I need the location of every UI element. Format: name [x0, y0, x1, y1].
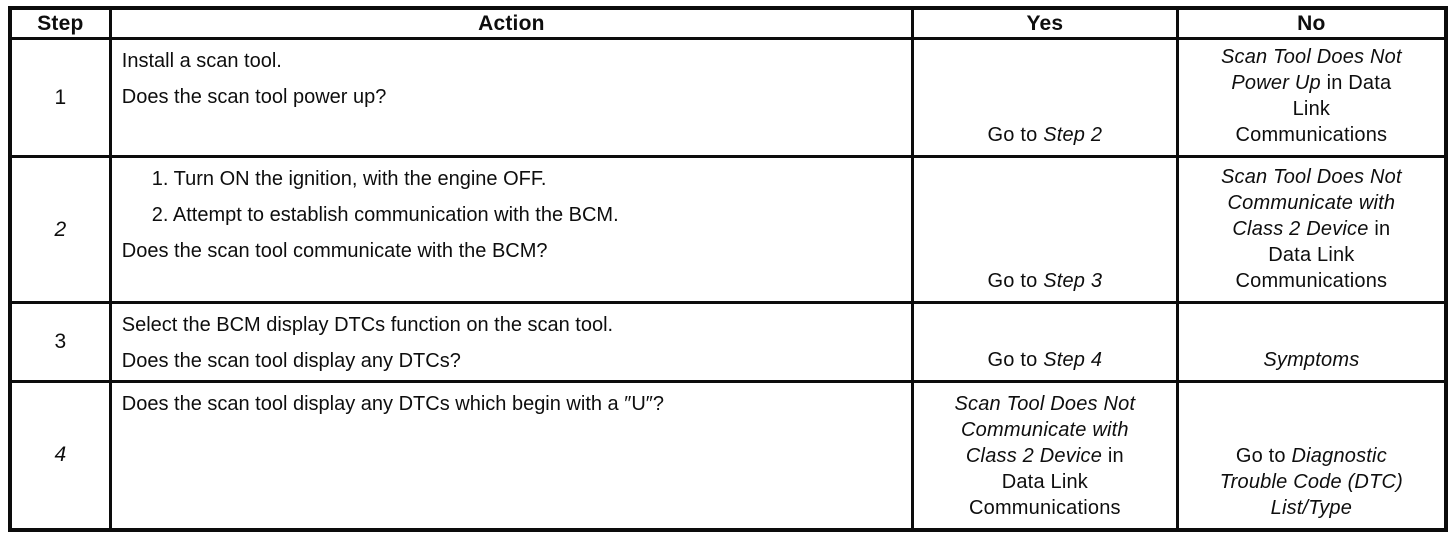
no-cell: Symptoms — [1175, 301, 1448, 383]
table-row-step-2: 2 1. Turn ON the ignition, with the engi… — [8, 155, 1448, 304]
action-paragraph: Does the scan tool display any DTCs whic… — [121, 393, 664, 415]
action-paragraph: Select the BCM display DTCs function on … — [121, 314, 614, 336]
table-row-step-3: 3 Select the BCM display DTCs function o… — [8, 301, 1448, 383]
step-number: 3 — [8, 301, 112, 383]
action-cell: Install a scan tool. Does the scan tool p… — [108, 37, 915, 158]
action-paragraph: Does the scan tool power up? — [121, 86, 387, 108]
header-no: No — [1175, 6, 1448, 40]
yes-cell: Scan Tool Does Not Communicate with Clas… — [911, 380, 1179, 531]
table-row-step-1: 1 Install a scan tool. Does the scan tool… — [8, 37, 1448, 158]
action-cell: Select the BCM display DTCs function on … — [108, 301, 915, 383]
action-cell: 1. Turn ON the ignition, with the engine… — [108, 155, 915, 304]
yes-cell: Go to Step 2 — [911, 37, 1179, 158]
step-number: 1 — [8, 37, 112, 158]
action-paragraph: Does the scan tool communicate with the … — [121, 240, 548, 262]
step-number: 4 — [8, 380, 112, 531]
action-paragraph: 2. Attempt to establish communication wi… — [151, 204, 619, 226]
table-row-step-4: 4 Does the scan tool display any DTCs wh… — [8, 380, 1448, 531]
diagnostic-table: Step Action Yes No 1 Install a scan tool… — [8, 6, 1448, 532]
yes-cell: Go to Step 3 — [911, 155, 1179, 304]
action-paragraph: Install a scan tool. — [121, 50, 282, 72]
no-cell: Go to Diagnostic Trouble Code (DTC) List… — [1175, 380, 1448, 531]
action-paragraph: Does the scan tool display any DTCs? — [121, 350, 461, 372]
no-cell: Scan Tool Does Not Power Up in Data Link… — [1175, 37, 1448, 158]
no-cell: Scan Tool Does Not Communicate with Clas… — [1175, 155, 1448, 304]
step-number: 2 — [8, 155, 112, 304]
header-row: Step Action Yes No — [8, 6, 1448, 40]
action-paragraph: 1. Turn ON the ignition, with the engine… — [151, 168, 547, 190]
action-cell: Does the scan tool display any DTCs whic… — [108, 380, 915, 531]
header-action: Action — [108, 6, 915, 40]
header-yes: Yes — [911, 6, 1179, 40]
yes-cell: Go to Step 4 — [911, 301, 1179, 383]
header-step: Step — [8, 6, 112, 40]
